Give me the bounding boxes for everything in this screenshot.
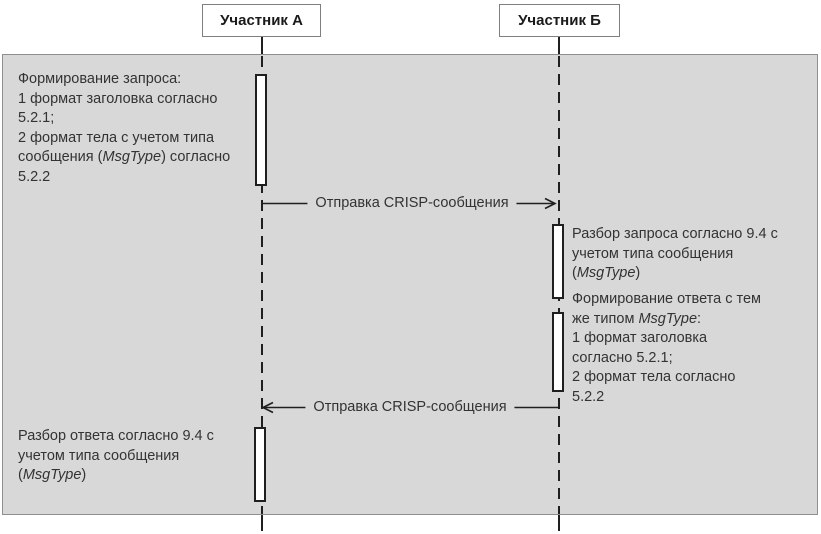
lifeline-b-top-stub — [558, 37, 560, 54]
arrowhead-right-icon — [544, 197, 557, 210]
activation-bar-b-parse — [552, 224, 564, 299]
lifeline-b-bottom-stub — [558, 515, 560, 531]
participant-b-label: Участник Б — [518, 12, 601, 29]
activation-bar-a-request — [255, 74, 267, 186]
participant-a-box: Участник А — [202, 4, 321, 37]
lifeline-a-top-stub — [261, 37, 263, 54]
note-request-forming: Формирование запроса:1 формат заголовка … — [18, 71, 231, 185]
message-label-send-response: Отправка CRISP-сообщения — [305, 399, 515, 415]
arrowhead-left-icon — [261, 401, 274, 414]
activation-bar-a-parse — [254, 427, 266, 502]
activation-bar-b-response — [552, 312, 564, 392]
lifeline-a-bottom-stub — [261, 515, 263, 531]
lifeline-a — [261, 56, 263, 514]
message-label-send-request: Отправка CRISP-сообщения — [307, 195, 517, 211]
diagram-stage — [2, 54, 818, 515]
participant-b-box: Участник Б — [499, 4, 620, 37]
participant-a-label: Участник А — [220, 12, 303, 29]
